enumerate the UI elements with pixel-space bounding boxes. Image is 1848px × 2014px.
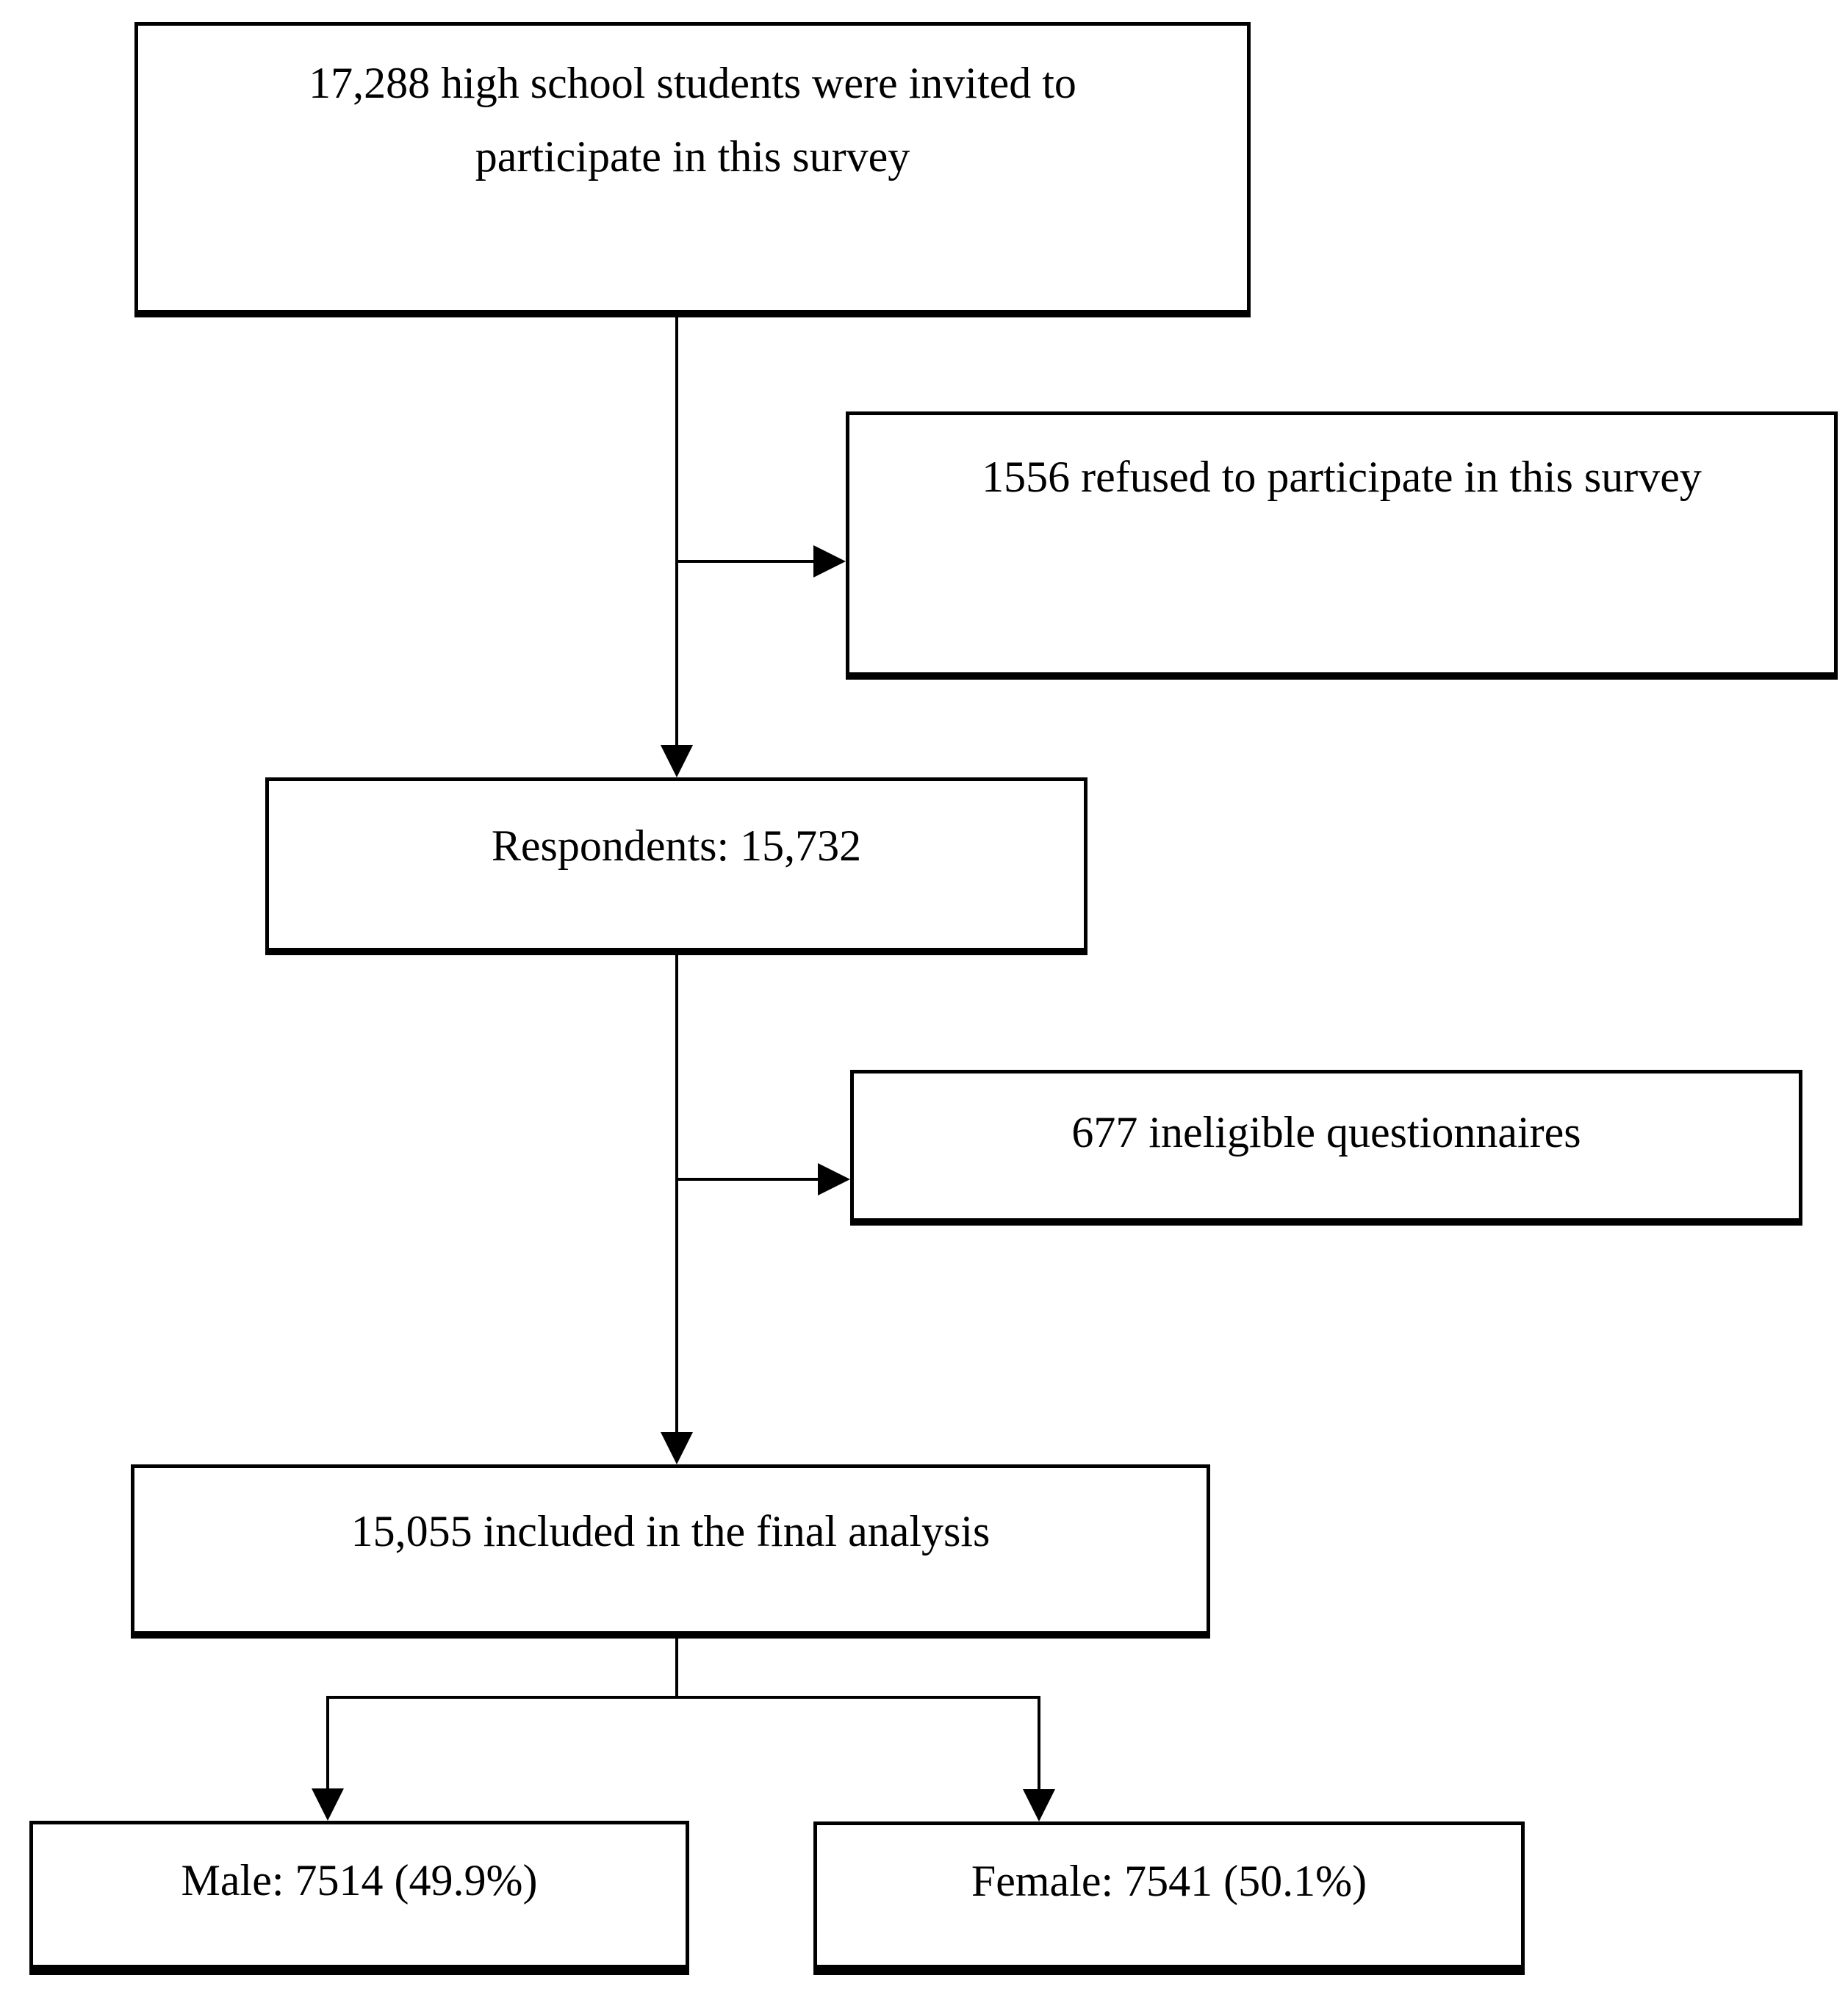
- connector-drop-to-female: [1038, 1696, 1040, 1789]
- arrowhead-into-female-icon: [1023, 1789, 1055, 1821]
- node-invited-students: 17,288 high school students were invited…: [134, 22, 1251, 317]
- node-respondents: Respondents: 15,732: [265, 777, 1087, 955]
- connector-final-split-stub: [675, 1639, 678, 1699]
- connector-drop-to-male: [326, 1696, 329, 1788]
- arrowhead-into-refused-icon: [813, 545, 846, 578]
- connector-branch-to-refused: [678, 560, 813, 563]
- arrowhead-into-ineligible-icon: [818, 1163, 850, 1195]
- connector-split-horizontal: [326, 1696, 1040, 1699]
- node-ineligible-questionnaires: 677 ineligible questionnaires: [850, 1070, 1802, 1226]
- node-final-analysis: 15,055 included in the final analysis: [131, 1464, 1210, 1639]
- connector-invited-to-respondents: [675, 317, 678, 745]
- node-female-count: Female: 7541 (50.1%): [813, 1821, 1525, 1975]
- connector-branch-to-ineligible: [678, 1178, 818, 1181]
- arrowhead-into-final-icon: [661, 1432, 693, 1464]
- arrowhead-into-male-icon: [312, 1788, 344, 1821]
- connector-respondents-to-final: [675, 955, 678, 1432]
- node-refused-participation: 1556 refused to participate in this surv…: [846, 411, 1838, 680]
- arrowhead-into-respondents-icon: [661, 745, 693, 777]
- node-male-count: Male: 7514 (49.9%): [29, 1821, 689, 1975]
